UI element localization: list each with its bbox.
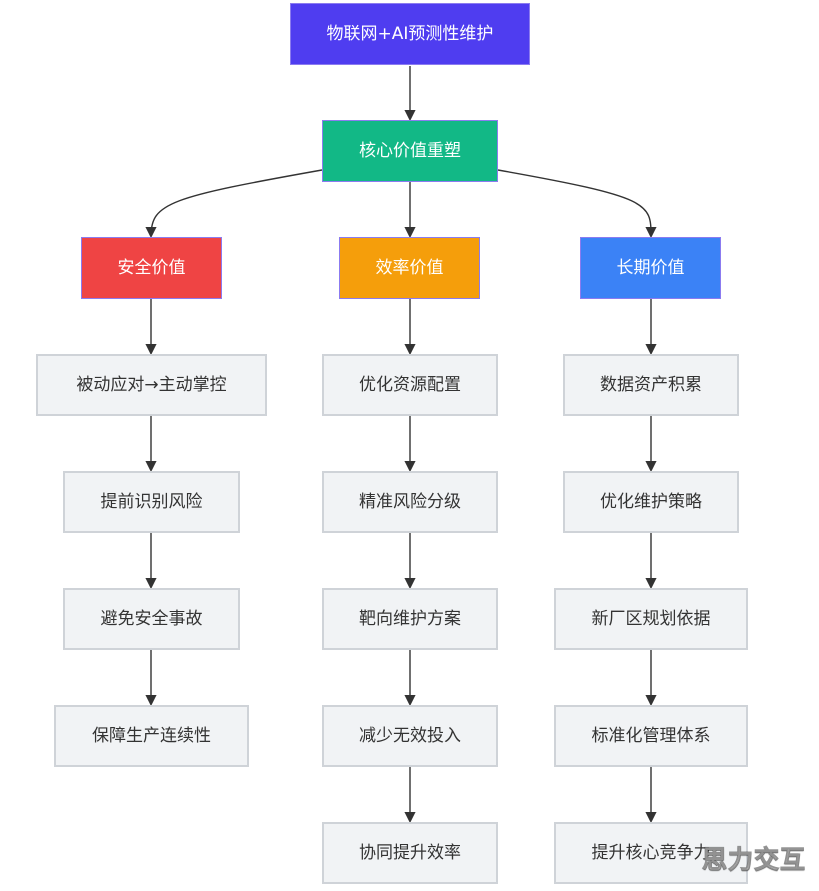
efficiency-step-1: 优化资源配置 (322, 354, 498, 416)
longterm-step-5: 提升核心竞争力 (554, 822, 748, 884)
efficiency-step-5: 协同提升效率 (322, 822, 498, 884)
longterm-step-4: 标准化管理体系 (554, 705, 748, 767)
longterm-step-1: 数据资产积累 (563, 354, 739, 416)
safety-step-1: 被动应对→主动掌控 (36, 354, 267, 416)
longterm-value-node: 长期价值 (580, 237, 721, 299)
top-node: 物联网+AI预测性维护 (290, 3, 530, 65)
safety-value-node: 安全价值 (81, 237, 222, 299)
efficiency-step-3: 靶向维护方案 (322, 588, 498, 650)
safety-step-2: 提前识别风险 (63, 471, 240, 533)
edge-core-to-longterm (497, 169, 657, 239)
core-value-node: 核心价值重塑 (322, 120, 498, 182)
safety-step-3: 避免安全事故 (63, 588, 240, 650)
efficiency-step-2: 精准风险分级 (322, 471, 498, 533)
edge-core-to-safety (145, 169, 323, 239)
longterm-step-2: 优化维护策略 (563, 471, 739, 533)
longterm-step-3: 新厂区规划依据 (554, 588, 748, 650)
safety-step-4: 保障生产连续性 (54, 705, 249, 767)
efficiency-step-4: 减少无效投入 (322, 705, 498, 767)
efficiency-value-node: 效率价值 (339, 237, 480, 299)
